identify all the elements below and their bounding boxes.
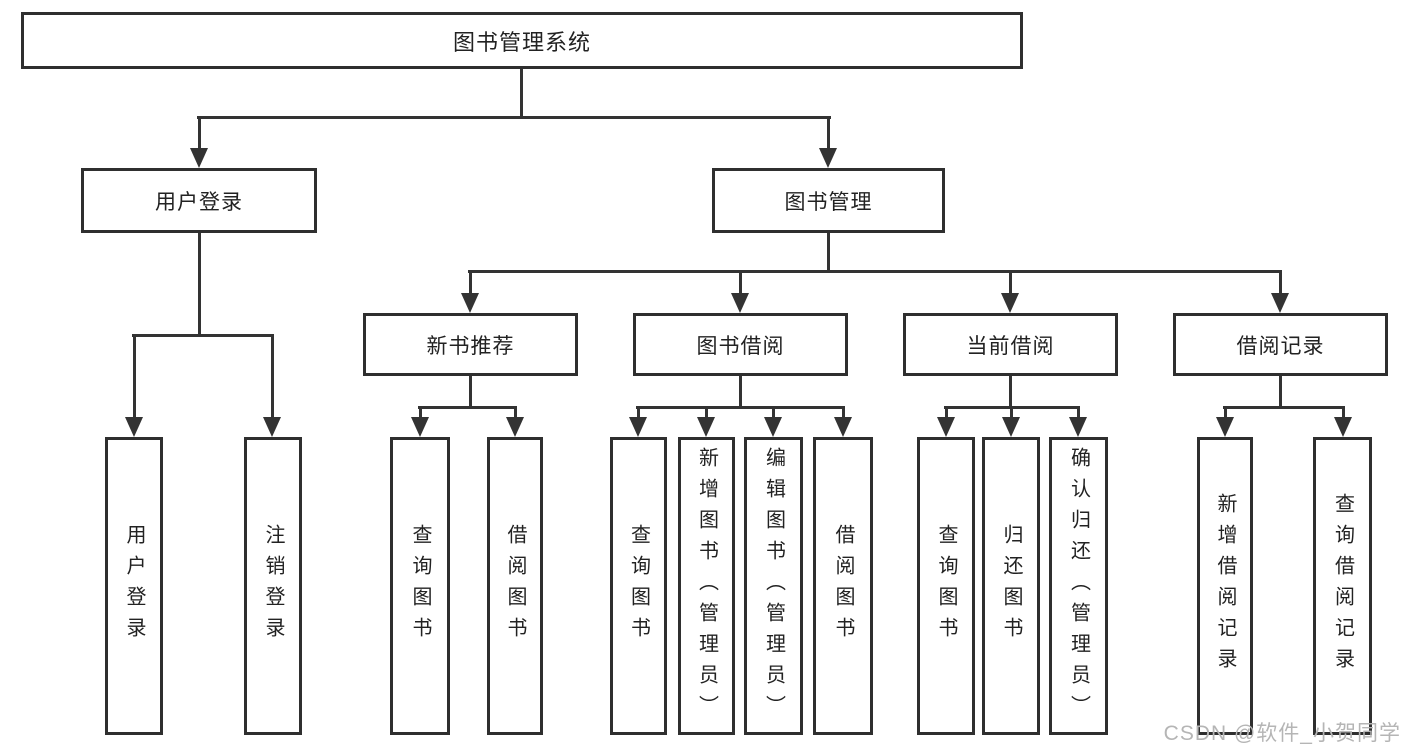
connector-line (198, 233, 201, 335)
connector-line (827, 233, 830, 272)
arrowhead-down-icon (834, 417, 852, 437)
leaf-query-borrow-record: 查询借阅记录 (1313, 437, 1372, 735)
leaf-query-books-1: 查询图书 (390, 437, 450, 735)
node-book-borrowing: 图书借阅 (633, 313, 848, 376)
leaf-confirm-return-admin: 确认归还（管理员） (1049, 437, 1108, 735)
connector-line (705, 406, 708, 419)
connector-line (1279, 376, 1282, 409)
connector-line (469, 376, 472, 409)
connector-line (1223, 406, 1344, 409)
leaf-edit-books-admin: 编辑图书（管理员） (744, 437, 803, 735)
arrowhead-down-icon (1271, 293, 1289, 313)
connector-line (1279, 270, 1282, 293)
watermark: CSDN @软件_小贺同学 (1163, 722, 1401, 745)
connector-line (198, 117, 201, 149)
connector-line (197, 116, 831, 119)
arrowhead-down-icon (819, 148, 837, 168)
arrowhead-down-icon (1334, 417, 1352, 437)
connector-line (1009, 270, 1012, 293)
connector-line (514, 406, 517, 419)
connector-line (1010, 406, 1013, 419)
arrowhead-down-icon (629, 417, 647, 437)
node-user-login: 用户登录 (81, 168, 317, 233)
connector-line (133, 334, 136, 417)
connector-line (1224, 406, 1227, 419)
node-borrowing-records: 借阅记录 (1173, 313, 1388, 376)
arrowhead-down-icon (1002, 417, 1020, 437)
leaf-query-books-2: 查询图书 (610, 437, 667, 735)
connector-line (132, 334, 274, 337)
arrowhead-down-icon (411, 417, 429, 437)
arrowhead-down-icon (263, 417, 281, 437)
leaf-borrow-books-1: 借阅图书 (487, 437, 543, 735)
connector-line (418, 406, 517, 409)
leaf-borrow-books-2: 借阅图书 (813, 437, 873, 735)
connector-line (1077, 406, 1080, 419)
arrowhead-down-icon (937, 417, 955, 437)
connector-line (469, 270, 472, 293)
connector-line (419, 406, 422, 419)
connector-line (772, 406, 775, 419)
node-book-management: 图书管理 (712, 168, 945, 233)
arrowhead-down-icon (731, 293, 749, 313)
connector-line (636, 406, 845, 409)
connector-line (827, 117, 830, 149)
connector-line (468, 270, 1282, 273)
arrowhead-down-icon (125, 417, 143, 437)
arrowhead-down-icon (1001, 293, 1019, 313)
node-current-borrowing: 当前借阅 (903, 313, 1118, 376)
arrowhead-down-icon (1216, 417, 1234, 437)
connector-line (739, 376, 742, 409)
node-root: 图书管理系统 (21, 12, 1023, 69)
leaf-query-books-3: 查询图书 (917, 437, 975, 735)
connector-line (637, 406, 640, 419)
connector-line (945, 406, 948, 419)
connector-line (271, 334, 274, 417)
node-new-book-recommend: 新书推荐 (363, 313, 578, 376)
leaf-user-login: 用户登录 (105, 437, 163, 735)
leaf-logout: 注销登录 (244, 437, 302, 735)
connector-line (520, 69, 523, 117)
arrowhead-down-icon (461, 293, 479, 313)
connector-line (739, 270, 742, 293)
leaf-return-books: 归还图书 (982, 437, 1040, 735)
arrowhead-down-icon (1069, 417, 1087, 437)
arrowhead-down-icon (190, 148, 208, 168)
leaf-add-borrow-record: 新增借阅记录 (1197, 437, 1253, 735)
connector-line (842, 406, 845, 419)
arrowhead-down-icon (697, 417, 715, 437)
arrowhead-down-icon (764, 417, 782, 437)
connector-line (1342, 406, 1345, 419)
connector-line (1009, 376, 1012, 409)
leaf-add-books-admin: 新增图书（管理员） (678, 437, 735, 735)
arrowhead-down-icon (506, 417, 524, 437)
